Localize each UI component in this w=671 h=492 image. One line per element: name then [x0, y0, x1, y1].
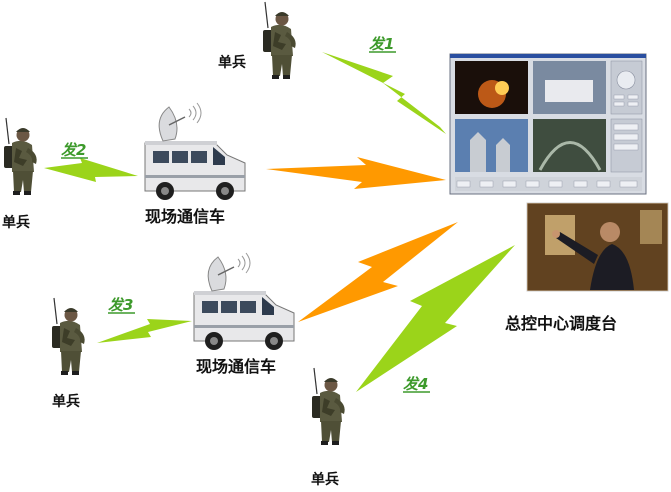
link-label-fa1: 发1: [369, 35, 394, 53]
link-bolt-fa3: [97, 319, 192, 343]
soldier-bottom: [311, 367, 346, 446]
label-van-bottom: 现场通信车: [196, 357, 276, 376]
label-center: 总控中心调度台: [505, 314, 617, 333]
link-bolt-fa4: [356, 245, 515, 392]
comm-van-bottom: [193, 252, 295, 351]
command-center-photo: [526, 202, 669, 292]
link-bolt-fa2: [44, 158, 138, 182]
label-van-top: 现场通信车: [145, 207, 225, 226]
control-software-window: [449, 53, 647, 195]
label-soldier-left: 单兵: [2, 214, 30, 231]
soldier-left: [3, 117, 38, 196]
soldier-top: [262, 1, 297, 80]
link-label-fa3: 发3: [108, 296, 133, 314]
link-label-fa4: 发4: [403, 375, 428, 393]
label-soldier-bottom: 单兵: [311, 471, 339, 488]
comm-van-top: [144, 102, 246, 201]
link-bolt-van-bottom: [298, 222, 458, 322]
video-panel-3: [455, 119, 528, 172]
soldier-mid: [51, 297, 86, 376]
link-label-fa2: 发2: [61, 141, 86, 159]
link-bolt-van-top: [266, 157, 446, 189]
link-bolt-fa1: [322, 52, 446, 134]
label-soldier-top: 单兵: [218, 54, 246, 71]
label-soldier-mid: 单兵: [52, 393, 80, 410]
